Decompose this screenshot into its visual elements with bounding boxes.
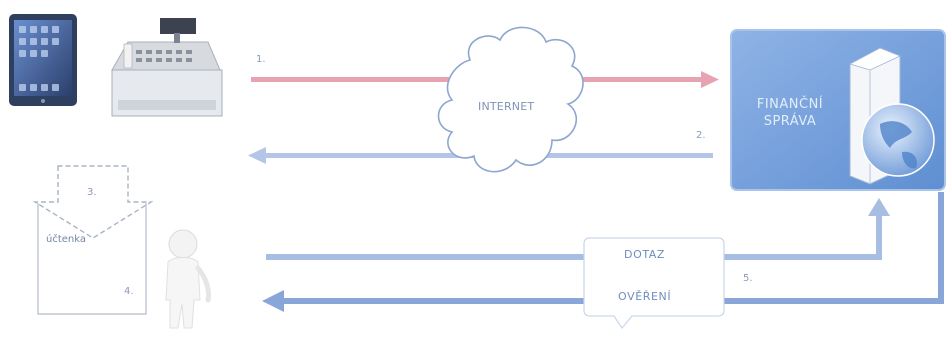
cash-register-icon (112, 18, 222, 116)
step-3-label: 3. (87, 187, 97, 198)
financni-sprava-line2: SPRÁVA (740, 113, 840, 130)
step-4-label: 4. (124, 286, 134, 297)
person-icon (166, 230, 209, 328)
tablet-icon (9, 14, 77, 106)
financni-sprava-label: FINANČNÍ SPRÁVA (740, 96, 840, 130)
step-5-label: 5. (743, 273, 753, 284)
step-2-label: 2. (696, 130, 706, 141)
receipt-label: účtenka (46, 234, 86, 245)
step-1-label: 1. (256, 54, 266, 65)
financni-sprava-line1: FINANČNÍ (740, 96, 840, 113)
arrow-3-print-receipt (35, 166, 151, 238)
internet-label: INTERNET (478, 100, 534, 113)
dotaz-label: DOTAZ (624, 248, 665, 261)
overeni-label: OVĚŘENÍ (618, 290, 671, 303)
arrow-4-query (266, 198, 890, 260)
